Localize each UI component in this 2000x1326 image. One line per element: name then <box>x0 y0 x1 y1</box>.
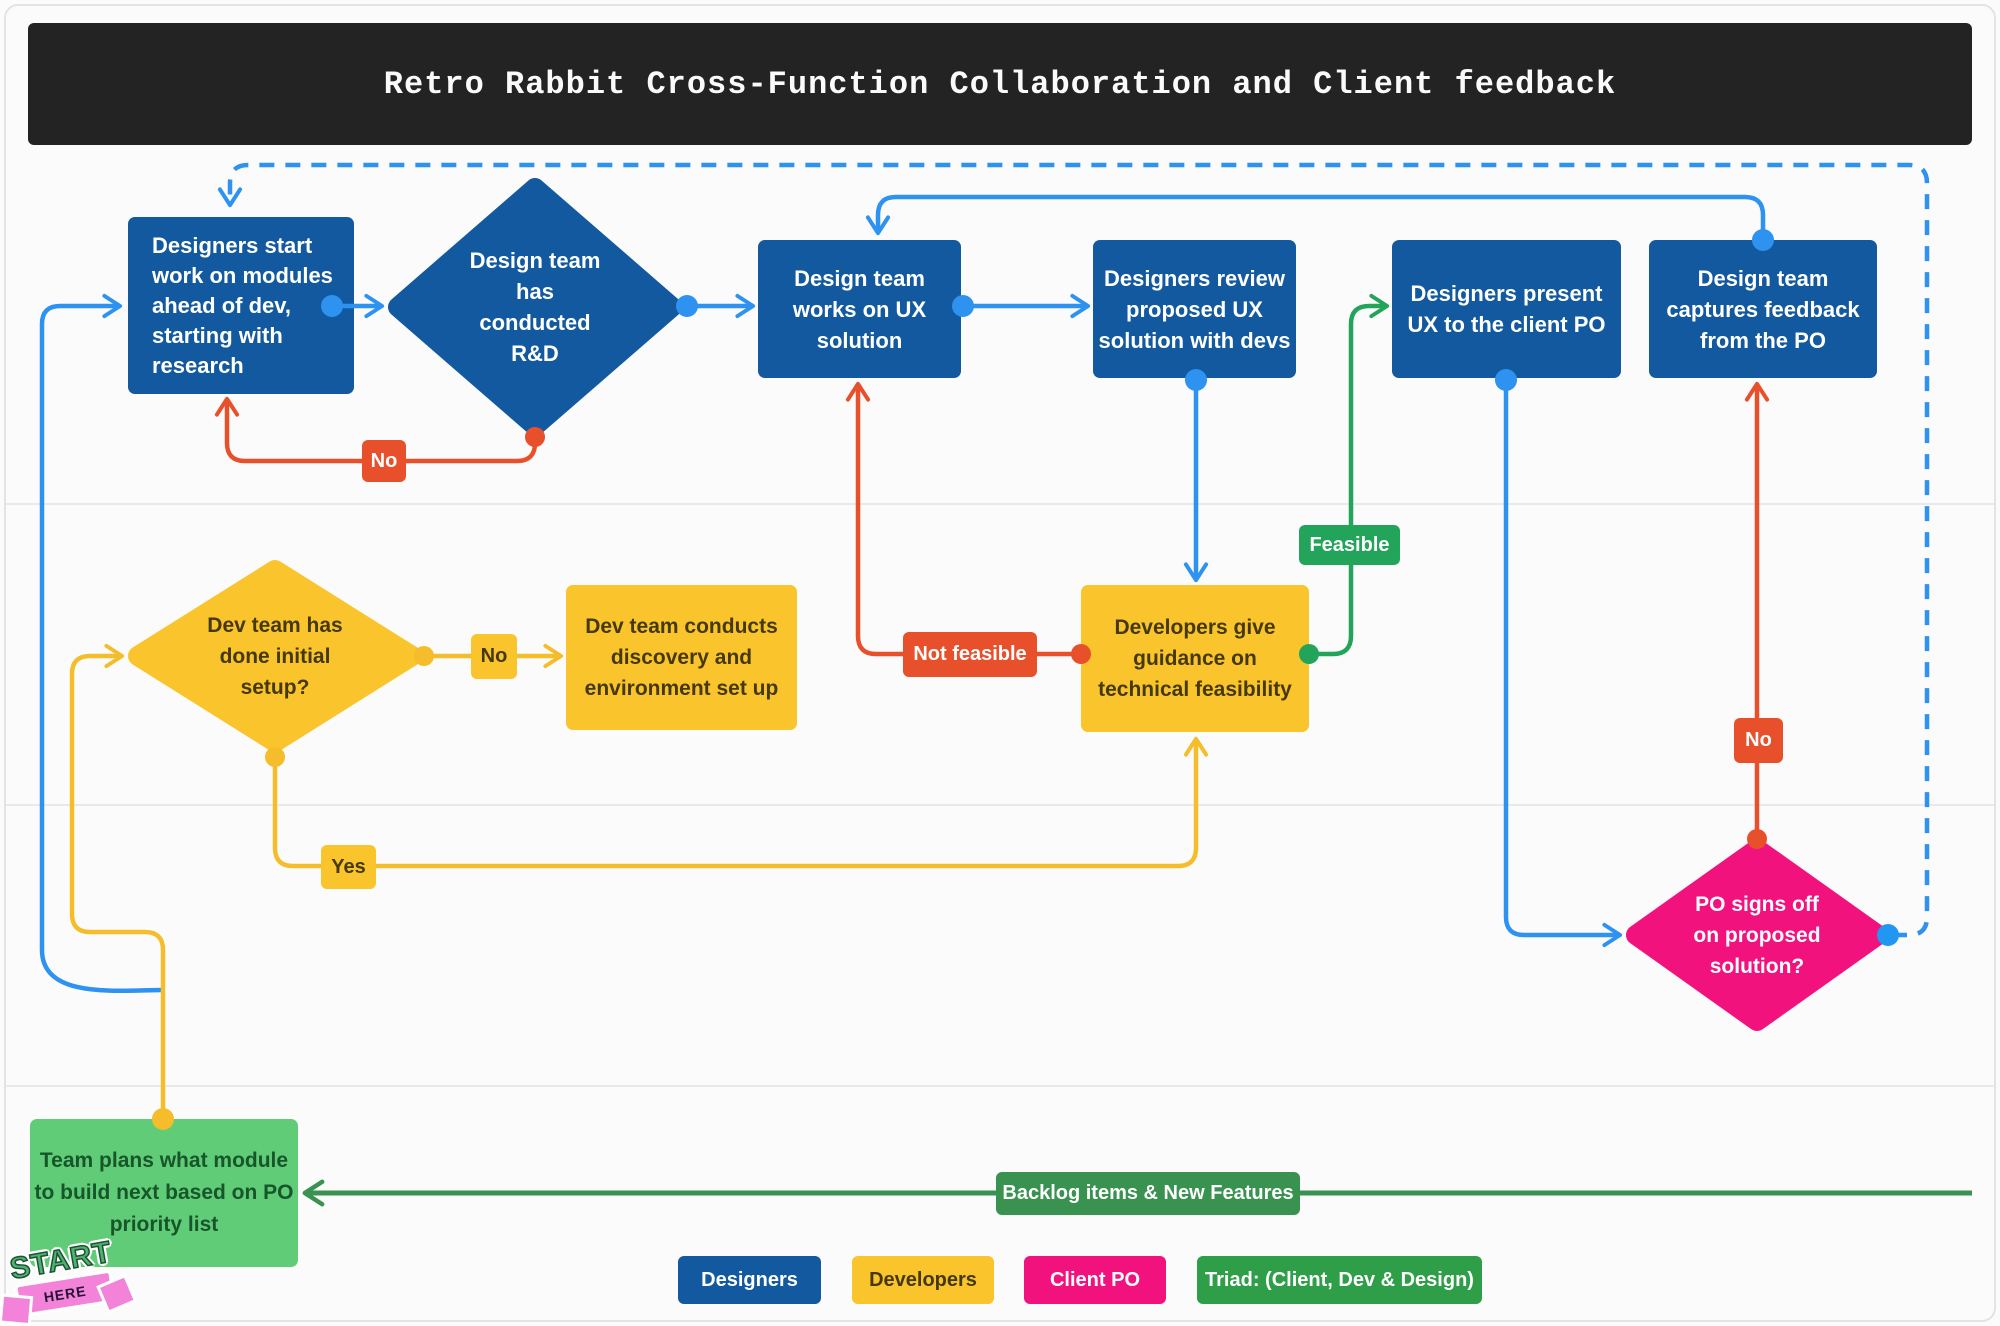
node-ux-solution: Design team works on UX solution <box>758 240 961 378</box>
start-here-sticker: START HERE <box>0 1235 129 1326</box>
dot-setup-bottom <box>265 747 285 767</box>
po-signoff-decision-diamond <box>1626 839 1888 1031</box>
edge-present-to-signoff <box>1503 380 1623 948</box>
dot-signoff-top <box>1747 829 1767 849</box>
badge-setup-yes: Yes <box>321 845 376 889</box>
badge-feasible: Feasible <box>1299 525 1400 565</box>
edge-feedback-to-ux <box>865 194 1766 240</box>
label-rd-decision: Design team has conducted R&D <box>469 248 601 366</box>
edge-setup-yes-to-guidance <box>272 736 1209 869</box>
badge-setup-no: No <box>471 634 517 679</box>
node-present-to-po: Designers present UX to the client PO <box>1392 240 1621 378</box>
rd-decision-diamond <box>388 178 682 436</box>
node-captures-feedback: Design team captures feedback from the P… <box>1649 240 1877 378</box>
lane-divider-3 <box>6 1085 1994 1087</box>
node-designers-start: Designers start work on modules ahead of… <box>128 217 354 394</box>
edge-plans-to-setup-decision <box>69 643 166 1117</box>
legend-triad: Triad: (Client, Dev & Design) <box>1197 1256 1482 1304</box>
diagram-title: Retro Rabbit Cross-Function Collaboratio… <box>383 65 1617 103</box>
label-dev-setup-decision: Dev team has done initial setup? <box>207 613 343 699</box>
badge-rd-no: No <box>362 440 406 482</box>
dot-rd-bottom <box>525 427 545 447</box>
label-po-signoff-decision: PO signs off on proposed solution? <box>1693 892 1821 978</box>
legend-client-po: Client PO <box>1024 1256 1166 1304</box>
node-team-plans: Team plans what module to build next bas… <box>30 1119 298 1267</box>
badge-not-feasible: Not feasible <box>903 632 1037 677</box>
lane-divider-1 <box>6 503 1994 505</box>
diagram-title-bar: Retro Rabbit Cross-Function Collaboratio… <box>28 23 1972 145</box>
dot-rd-right <box>676 295 698 317</box>
dot-signoff-right <box>1877 924 1899 946</box>
edge-plans-to-designers-start <box>39 293 164 994</box>
node-review-with-devs: Designers review proposed UX solution wi… <box>1093 240 1296 378</box>
sticker-here-text: HERE <box>42 1282 88 1305</box>
dot-setup-right <box>414 646 434 666</box>
badge-signoff-no: No <box>1734 718 1783 763</box>
node-dev-guidance: Developers give guidance on technical fe… <box>1081 585 1309 732</box>
node-dev-discovery: Dev team conducts discovery and environm… <box>566 585 797 730</box>
edge-not-feasible-loop <box>845 381 1079 657</box>
badge-backlog: Backlog items & New Features <box>996 1172 1300 1215</box>
legend-developers: Developers <box>852 1256 994 1304</box>
legend-designers: Designers <box>678 1256 821 1304</box>
edge-feasible-to-present <box>1311 293 1390 657</box>
dev-setup-decision-diamond <box>128 560 422 752</box>
lane-divider-2 <box>6 804 1994 806</box>
